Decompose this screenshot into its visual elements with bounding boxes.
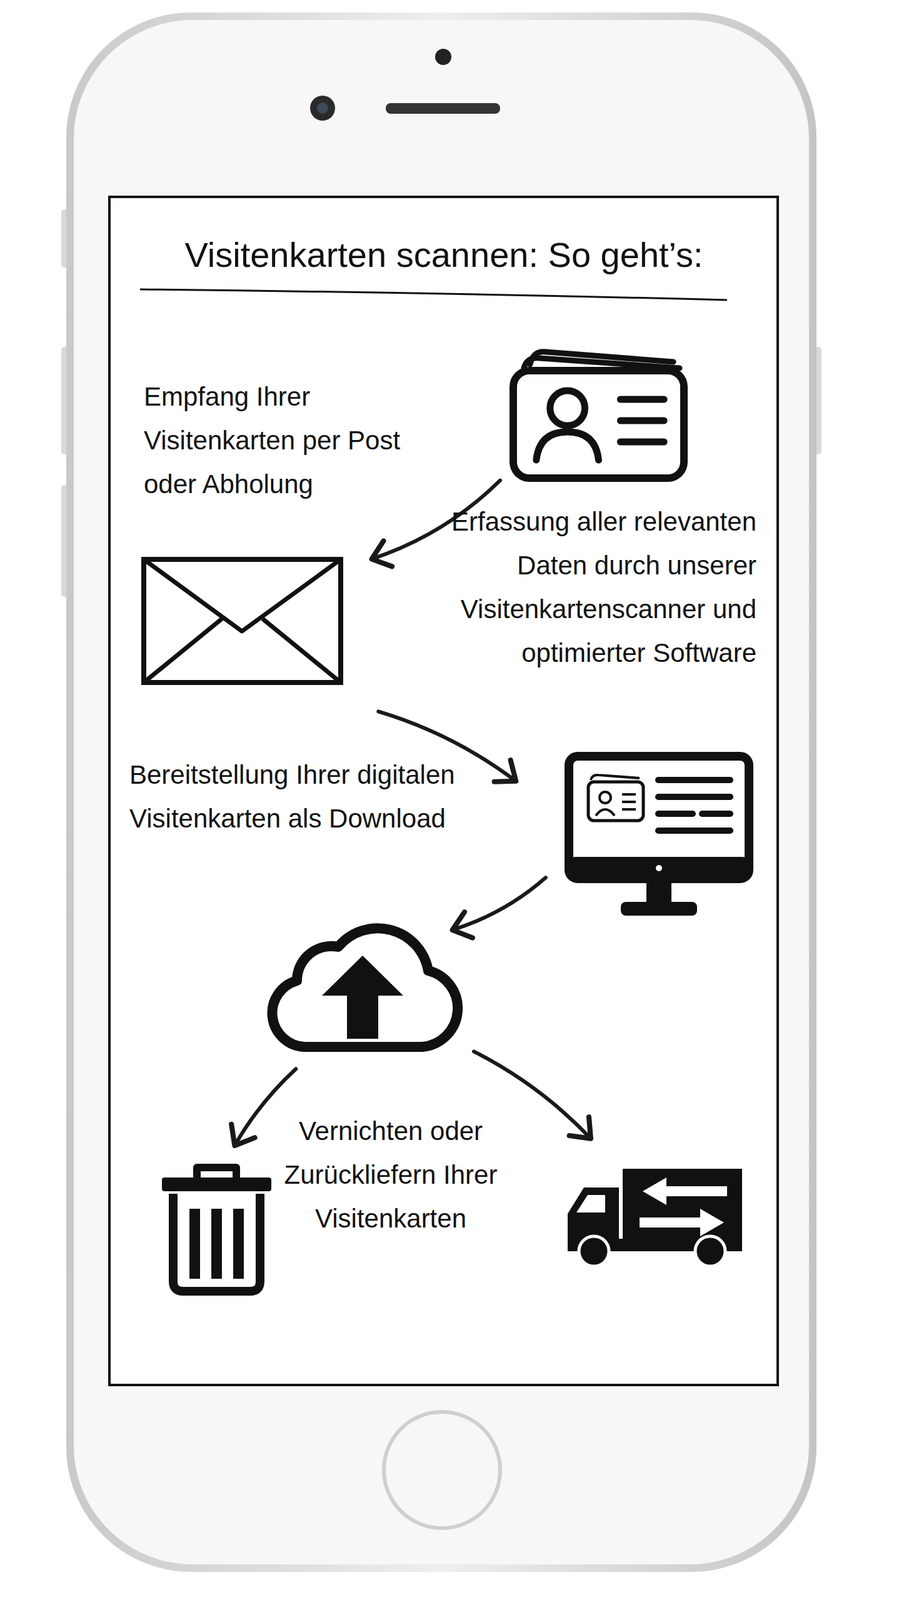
- phone-face: [73, 20, 809, 1565]
- icon-graphic: [159, 1161, 274, 1297]
- delivery-truck-icon: [567, 1169, 743, 1268]
- front-camera-lens: [316, 102, 329, 114]
- home-button: [383, 1412, 501, 1529]
- step-caption: Empfang Ihrer Visitenkarten per Post ode…: [143, 375, 413, 507]
- sensor-dot: [435, 48, 452, 66]
- envelope-icon: [140, 556, 344, 686]
- flow-arrow: [453, 877, 546, 930]
- step-caption: Bereitstellung Ihrer digitalen Visitenka…: [129, 753, 468, 841]
- phone-body: [66, 12, 817, 1573]
- title-underline: [140, 289, 728, 301]
- icon-graphic: [564, 752, 754, 923]
- step-caption: Vernichten oder Zurückliefern Ihrer Visi…: [278, 1109, 504, 1241]
- step-caption: Erfassung aller relevanten Daten durch u…: [400, 500, 757, 676]
- diagram-title: Visitenkarten scannen: So geht’s:: [121, 230, 766, 281]
- front-camera: [310, 95, 336, 121]
- screen: [109, 196, 778, 1386]
- flow-arrow: [473, 1051, 591, 1139]
- icon-graphic: [258, 898, 468, 1057]
- icon-graphic: [567, 1169, 743, 1268]
- flow-arrow: [235, 1069, 297, 1146]
- icon-graphic: [140, 556, 344, 686]
- monitor-icon: [564, 752, 754, 923]
- trash-can-icon: [159, 1161, 274, 1297]
- icon-graphic: [508, 331, 689, 483]
- speaker: [385, 103, 501, 114]
- cloud-upload-icon: [258, 898, 468, 1057]
- business-card-icon: [508, 331, 689, 483]
